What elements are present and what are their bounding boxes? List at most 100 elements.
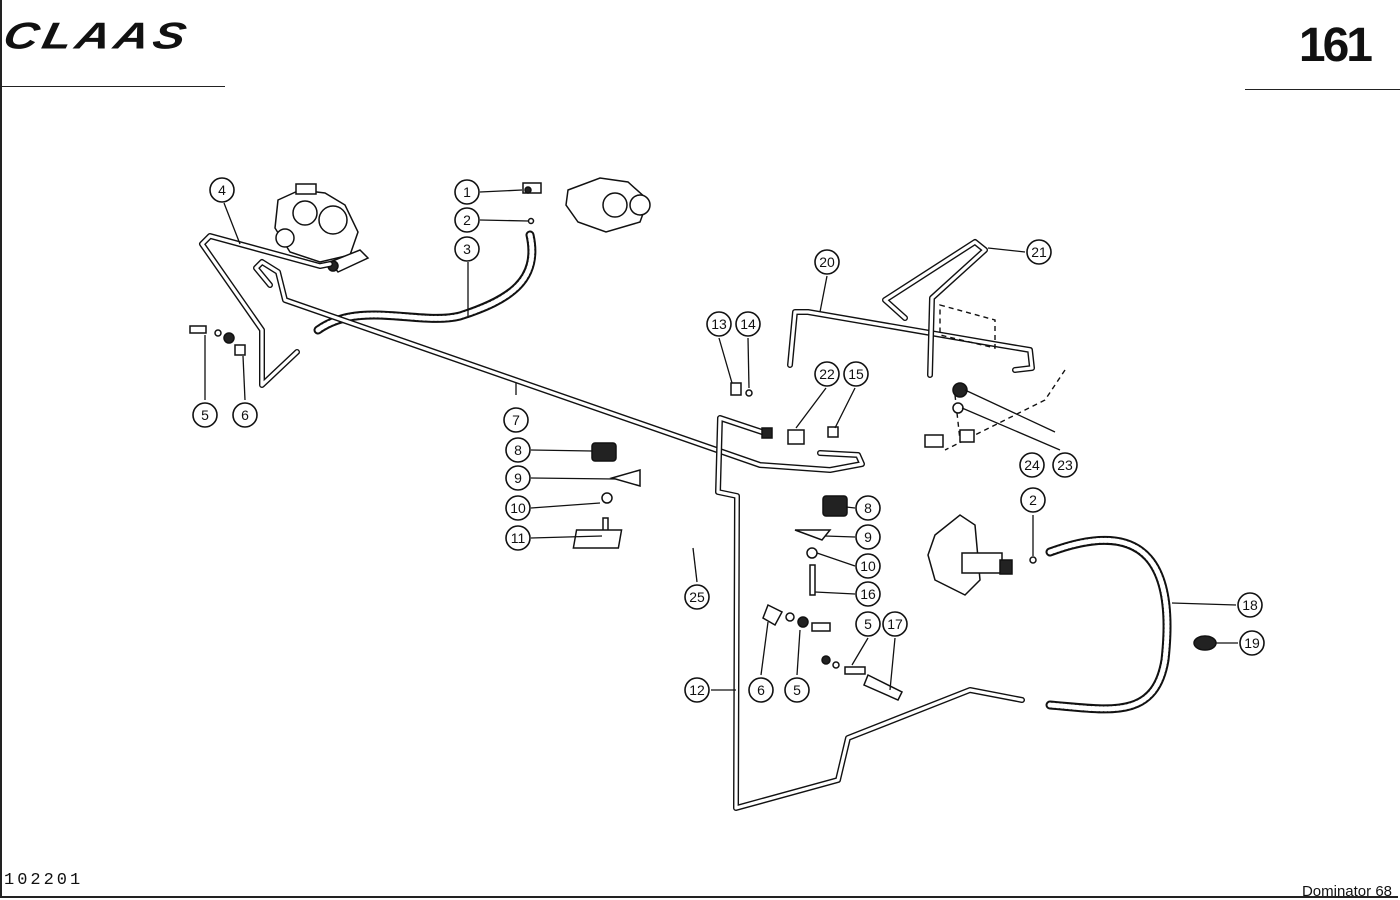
svg-text:12: 12 [689, 682, 705, 698]
callout-5-right: 5 [855, 611, 881, 637]
callout-25: 25 [684, 584, 710, 610]
callout-14: 14 [735, 311, 761, 337]
callout-3: 3 [454, 236, 480, 262]
svg-text:16: 16 [860, 586, 876, 602]
svg-text:8: 8 [864, 500, 872, 516]
svg-text:13: 13 [711, 316, 727, 332]
callout-16: 16 [855, 581, 881, 607]
callout-24: 24 [1019, 452, 1045, 478]
callout-21: 21 [1026, 239, 1052, 265]
leader-lines [204, 189, 1238, 691]
callout-15: 15 [843, 361, 869, 387]
svg-text:10: 10 [860, 558, 876, 574]
svg-text:9: 9 [514, 470, 522, 486]
callout-7: 7 [503, 407, 529, 433]
model-name: Dominator 68 [1301, 883, 1392, 900]
svg-text:17: 17 [887, 616, 903, 632]
flange-part-drawing [565, 177, 651, 233]
pipe-7 [253, 259, 865, 473]
hydraulic-pump-drawing [274, 183, 370, 273]
callout-8-upper: 8 [505, 437, 531, 463]
bracket-9-lower [794, 529, 832, 541]
fastener-group-5-17 [821, 655, 904, 701]
callout-4: 4 [209, 177, 235, 203]
ring-19 [1193, 635, 1217, 651]
callout-10-lower: 10 [855, 553, 881, 579]
svg-text:8: 8 [514, 442, 522, 458]
drawing-id: 102201 [4, 871, 84, 890]
nut-13 [730, 382, 742, 396]
svg-text:6: 6 [757, 682, 765, 698]
svg-text:18: 18 [1242, 597, 1258, 613]
valve-block-outline [939, 304, 996, 349]
callout-6-lower: 6 [748, 677, 774, 703]
svg-text:10: 10 [510, 500, 526, 516]
callout-19: 19 [1239, 630, 1265, 656]
svg-text:11: 11 [511, 530, 526, 546]
svg-text:6: 6 [241, 407, 249, 423]
callout-12: 12 [684, 677, 710, 703]
svg-text:23: 23 [1057, 457, 1073, 473]
bolt-16 [809, 564, 816, 596]
svg-text:2: 2 [1029, 492, 1037, 508]
svg-text:25: 25 [689, 589, 705, 605]
callout-2-upper: 2 [454, 207, 480, 233]
nut-10-lower [806, 547, 818, 559]
callout-2-lower: 2 [1020, 487, 1046, 513]
svg-text:15: 15 [848, 366, 864, 382]
svg-text:21: 21 [1031, 244, 1047, 260]
tee-fitting-22 [761, 427, 805, 445]
callout-9-upper: 9 [505, 465, 531, 491]
callout-22: 22 [814, 361, 840, 387]
nut-23 [952, 382, 968, 398]
plate-25 [572, 529, 623, 549]
bracket-9-upper [609, 469, 641, 487]
svg-text:5: 5 [864, 616, 872, 632]
callout-11: 11 [505, 525, 531, 551]
svg-text:1: 1 [463, 184, 471, 200]
svg-text:5: 5 [793, 682, 801, 698]
callout-5-lower: 5 [784, 677, 810, 703]
pipe-21 [882, 239, 988, 378]
clamp-8-upper [591, 442, 617, 462]
ring-14 [745, 389, 753, 397]
page-number: 161 [1298, 19, 1373, 72]
callout-17: 17 [882, 611, 908, 637]
svg-text:20: 20 [819, 254, 835, 270]
fastener-group-left [189, 325, 246, 356]
hose-18 [1045, 535, 1172, 714]
pipe-20 [787, 309, 1035, 373]
svg-text:7: 7 [512, 412, 520, 428]
pipe-12 [715, 415, 1025, 811]
ring-24 [952, 402, 964, 414]
svg-text:14: 14 [740, 316, 756, 332]
flange-lower-drawing [927, 514, 1013, 596]
callout-20: 20 [814, 249, 840, 275]
callout-9-lower: 9 [855, 524, 881, 550]
svg-text:3: 3 [463, 241, 471, 257]
svg-text:24: 24 [1024, 457, 1040, 473]
callout-10-upper: 10 [505, 495, 531, 521]
pipe-4 [199, 233, 333, 388]
callout-6-left: 6 [232, 402, 258, 428]
header-rule-left [0, 86, 225, 87]
svg-text:19: 19 [1244, 635, 1260, 651]
header-rule-right [1245, 89, 1400, 90]
callout-18: 18 [1237, 592, 1263, 618]
svg-text:4: 4 [218, 182, 226, 198]
callout-5-left: 5 [192, 402, 218, 428]
clamp-8-lower [822, 495, 848, 517]
svg-text:22: 22 [819, 366, 835, 382]
seal-ring-2 [527, 217, 535, 225]
callout-23: 23 [1052, 452, 1078, 478]
svg-text:2: 2 [463, 212, 471, 228]
nut-10-upper [601, 492, 613, 504]
callout-13: 13 [706, 311, 732, 337]
tee-fitting-lower [924, 429, 975, 448]
fitting-part-1 [522, 182, 542, 194]
svg-text:5: 5 [201, 407, 209, 423]
fastener-group-6-5 [762, 603, 831, 632]
svg-text:9: 9 [864, 529, 872, 545]
